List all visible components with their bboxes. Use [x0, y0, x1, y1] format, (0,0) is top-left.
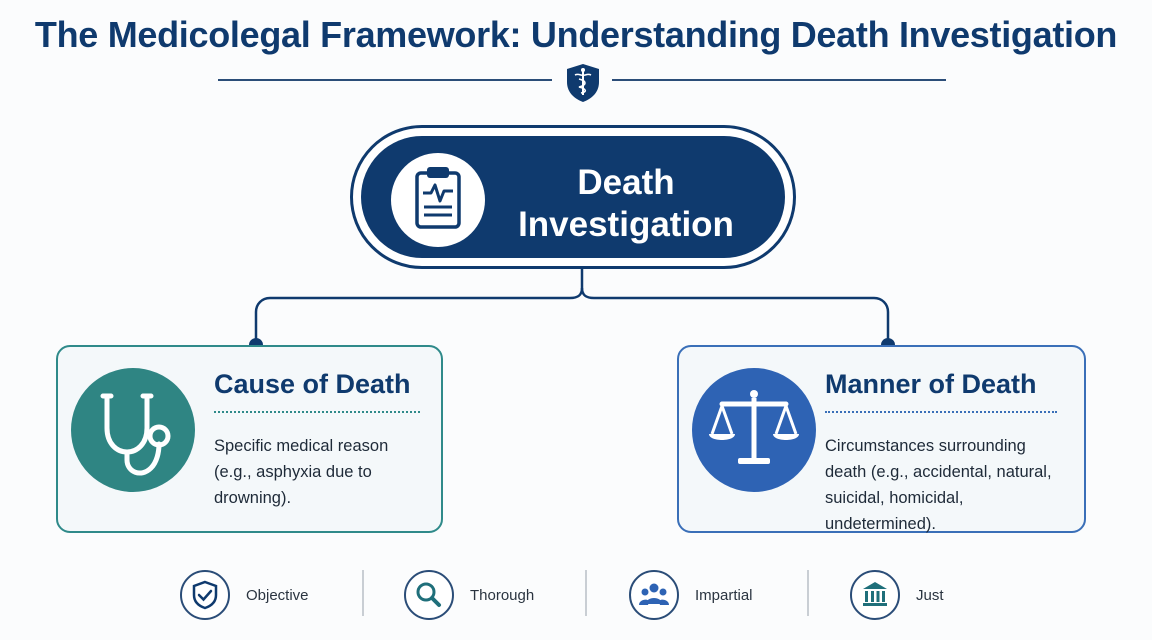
- death-investigation-node-fill: Death Investigation: [361, 136, 785, 258]
- manner-dotted-divider: [825, 411, 1057, 413]
- death-investigation-node: Death Investigation: [350, 125, 796, 269]
- clipboard-heartbeat-icon: [415, 167, 461, 229]
- manner-icon-circle: [692, 368, 816, 492]
- value-icon-circle: [180, 570, 230, 620]
- value-label: Thorough: [470, 587, 535, 604]
- stethoscope-icon: [100, 393, 171, 476]
- cause-title: Cause of Death: [214, 369, 411, 399]
- manner-title: Manner of Death: [825, 369, 1037, 399]
- value-label: Objective: [246, 587, 309, 604]
- value-separator: [807, 570, 809, 616]
- value-icon-circle: [629, 570, 679, 620]
- title-rule-right: [612, 79, 946, 81]
- value-label: Just: [916, 587, 944, 604]
- shield-check-icon: [192, 580, 218, 610]
- cause-of-death-card: Cause of Death Specific medical reason (…: [56, 345, 443, 533]
- core-values-row: Objective Thorough: [0, 566, 1152, 626]
- value-icon-circle: [850, 570, 900, 620]
- main-node-label: Death Investigation: [501, 162, 751, 246]
- value-separator: [585, 570, 587, 616]
- courthouse-icon: [863, 582, 887, 606]
- manner-description: Circumstances surrounding death (e.g., a…: [825, 437, 1052, 533]
- manner-of-death-card: Manner of Death Circumstances surroundin…: [677, 345, 1086, 533]
- scales-of-justice-icon: [709, 390, 799, 464]
- magnifier-icon: [416, 582, 441, 607]
- main-icon-circle: [391, 153, 485, 247]
- cause-icon-circle: [71, 368, 195, 492]
- main-node-label-line1: Death: [577, 163, 675, 202]
- title-rule-left: [218, 79, 552, 81]
- value-separator: [362, 570, 364, 616]
- page-title: The Medicolegal Framework: Understanding…: [34, 14, 1118, 55]
- cause-dotted-divider: [214, 411, 420, 413]
- cause-description: Specific medical reason (e.g., asphyxia …: [214, 437, 389, 507]
- value-label: Impartial: [695, 587, 753, 604]
- main-node-label-line2: Investigation: [518, 205, 734, 244]
- value-icon-circle: [404, 570, 454, 620]
- caduceus-shield-icon: [567, 64, 599, 102]
- people-icon: [639, 583, 669, 605]
